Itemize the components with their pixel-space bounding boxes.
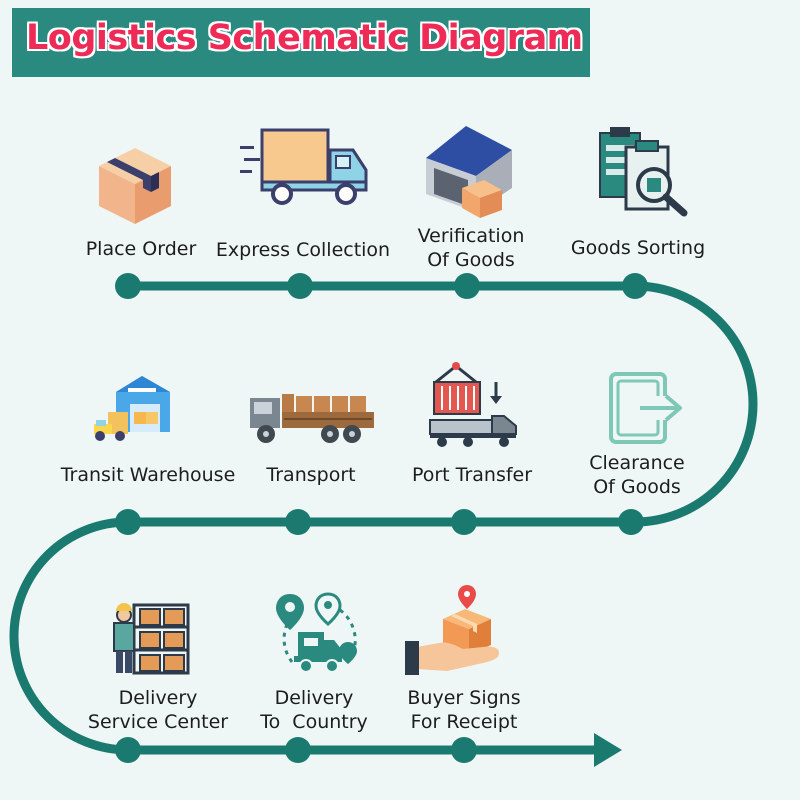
step-node	[115, 273, 141, 299]
exit-door-icon	[609, 372, 682, 444]
transit-warehouse-icon	[94, 376, 170, 441]
flatbed-truck-icon	[250, 394, 374, 443]
sorting-clipboard-icon	[599, 127, 688, 217]
step-node	[285, 737, 311, 763]
title-banner: Logistics Schematic Diagram	[12, 8, 590, 77]
step-node	[618, 509, 644, 535]
step-node	[285, 509, 311, 535]
flow-path	[9, 281, 758, 755]
diagram-title: Logistics Schematic Diagram	[26, 18, 583, 58]
box-icon	[99, 148, 171, 224]
step-node	[287, 273, 313, 299]
storage-worker-icon	[113, 603, 190, 675]
flow-arrowhead	[594, 733, 622, 767]
warehouse-icon	[426, 126, 512, 218]
step-node	[454, 273, 480, 299]
truck-icon	[240, 128, 368, 205]
step-node	[622, 273, 648, 299]
hand-package-icon	[405, 585, 499, 675]
step-node	[115, 737, 141, 763]
step-label-transport: Transport	[266, 464, 356, 486]
step-node	[451, 509, 477, 535]
step-label-place-order: Place Order	[85, 238, 197, 260]
step-label-transit-warehouse: Transit Warehouse	[60, 464, 236, 486]
step-label-express-collection: Express Collection	[215, 239, 391, 261]
step-label-port-transfer: Port Transfer	[411, 464, 533, 486]
step-label-goods-sorting: Goods Sorting	[570, 237, 706, 259]
step-node	[115, 509, 141, 535]
step-node	[451, 737, 477, 763]
delivery-map-icon	[276, 592, 357, 673]
container-crane-icon	[429, 362, 517, 447]
